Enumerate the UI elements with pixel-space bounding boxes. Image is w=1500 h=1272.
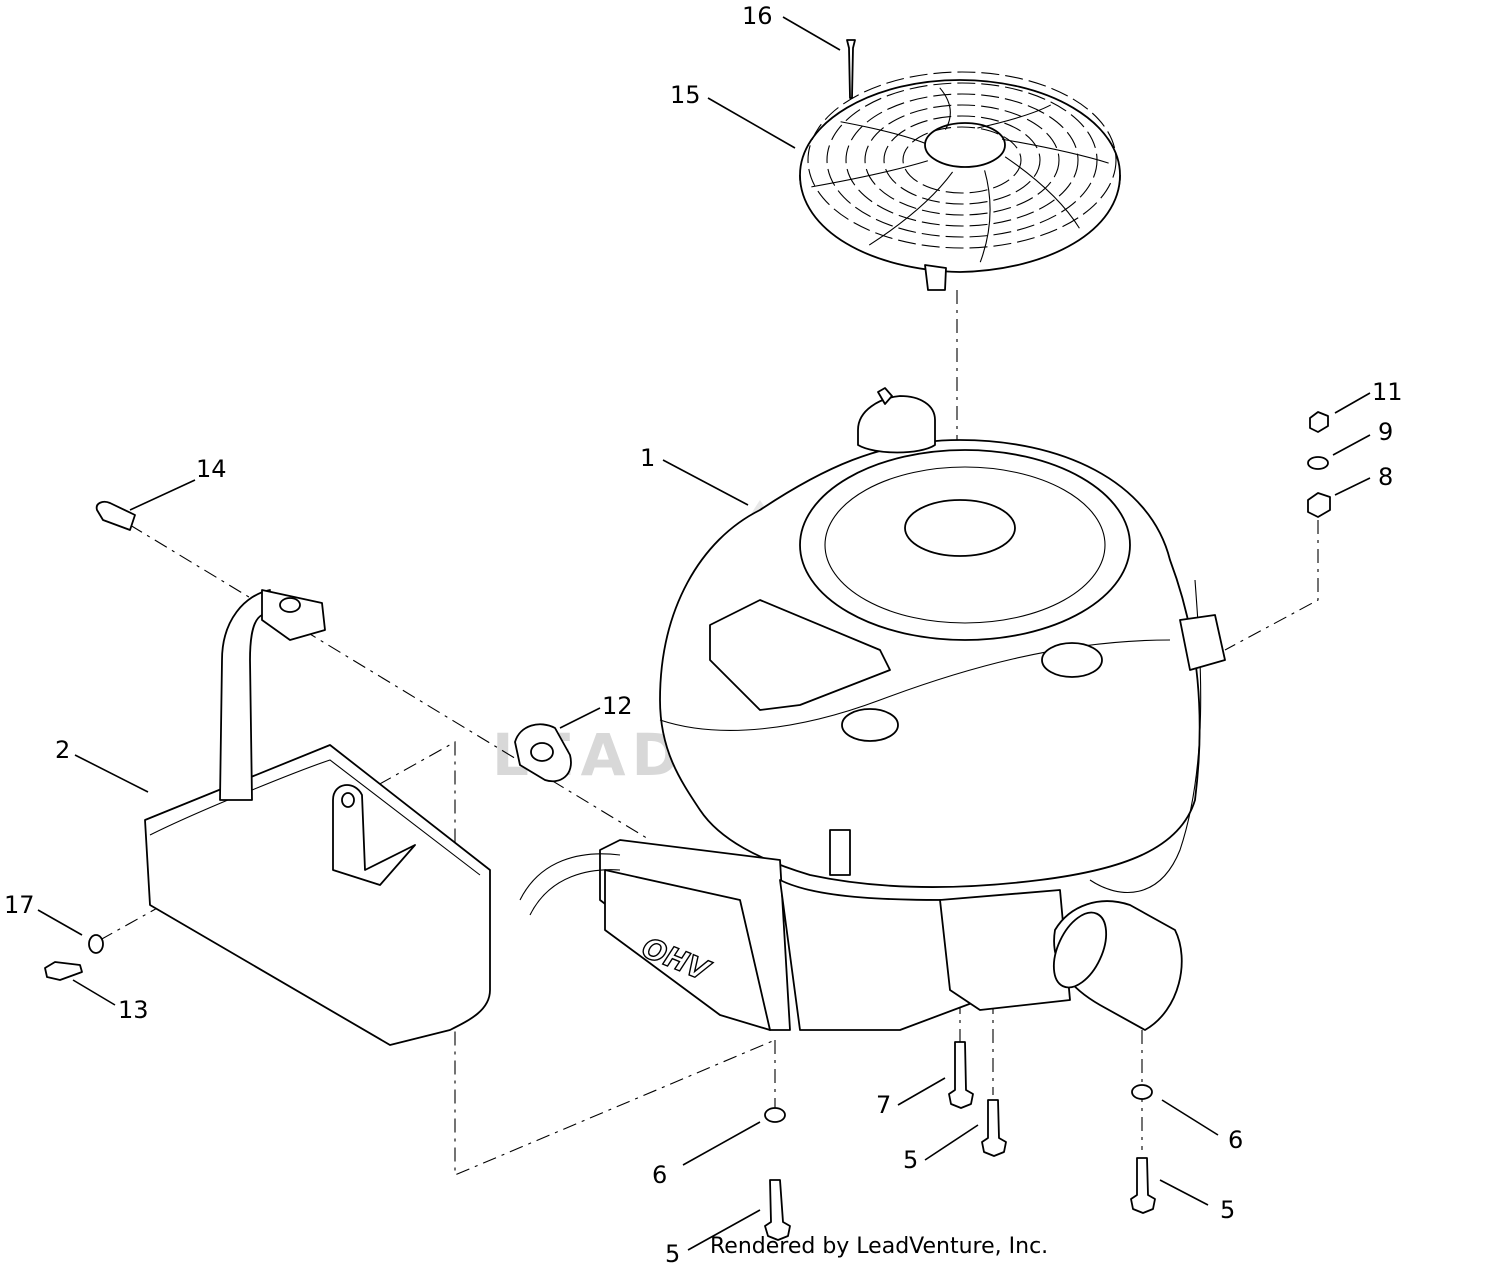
callout-6-right: 6 [1228, 1126, 1243, 1154]
screen-ring [807, 71, 1117, 249]
screen-rib [979, 170, 991, 263]
callout-1: 1 [640, 444, 655, 472]
screen-ring [864, 104, 1060, 216]
engine: OHV [519, 387, 1226, 1031]
callout-13: 13 [118, 996, 149, 1024]
leader-lines [37, 16, 1371, 1251]
nut-part-8 [1307, 492, 1331, 518]
screen-rib [1002, 138, 1109, 164]
callout-2: 2 [55, 736, 70, 764]
callout-7: 7 [876, 1091, 891, 1119]
bolt-part-5-right [1130, 1157, 1156, 1214]
render-credit: Rendered by LeadVenture, Inc. [710, 1234, 1049, 1259]
washer-part-6-left [764, 1107, 786, 1123]
callout-17: 17 [4, 891, 35, 919]
screen-ring [845, 93, 1079, 227]
callout-12: 12 [602, 692, 633, 720]
bolt-part-5-left [764, 1179, 791, 1241]
screen-rib [811, 160, 929, 188]
screen-ring [883, 115, 1041, 205]
callout-5-right: 5 [1220, 1196, 1235, 1224]
washer-part-9 [1307, 456, 1329, 470]
callout-6-left: 6 [652, 1161, 667, 1189]
gasket-part-12 [514, 723, 572, 783]
callout-8: 8 [1378, 463, 1393, 491]
bolt-part-5-middle [981, 1099, 1007, 1157]
callouts: 1 2 5 5 5 6 6 7 8 9 11 12 13 14 15 16 17 [4, 2, 1403, 1268]
washer-part-6-right [1131, 1084, 1153, 1100]
bolt-part-14 [95, 500, 136, 531]
callout-16: 16 [742, 2, 773, 30]
muffler [144, 589, 491, 1046]
screen-rib [868, 171, 954, 246]
bolt-part-13 [44, 961, 83, 981]
screen-ring [902, 126, 1022, 194]
screen-rib [840, 121, 926, 144]
callout-5-left: 5 [665, 1240, 680, 1268]
blower-screen [799, 71, 1121, 291]
screen-ring [826, 82, 1098, 238]
callout-5-middle: 5 [903, 1146, 918, 1174]
screw-part-16 [846, 39, 856, 99]
washer-part-17 [88, 934, 104, 954]
screen-rib [939, 87, 951, 130]
bolt-part-7 [948, 1041, 974, 1109]
callout-9: 9 [1378, 418, 1393, 446]
callout-15: 15 [670, 81, 701, 109]
callout-11: 11 [1372, 378, 1403, 406]
nut-part-11 [1309, 411, 1329, 433]
callout-14: 14 [196, 455, 227, 483]
